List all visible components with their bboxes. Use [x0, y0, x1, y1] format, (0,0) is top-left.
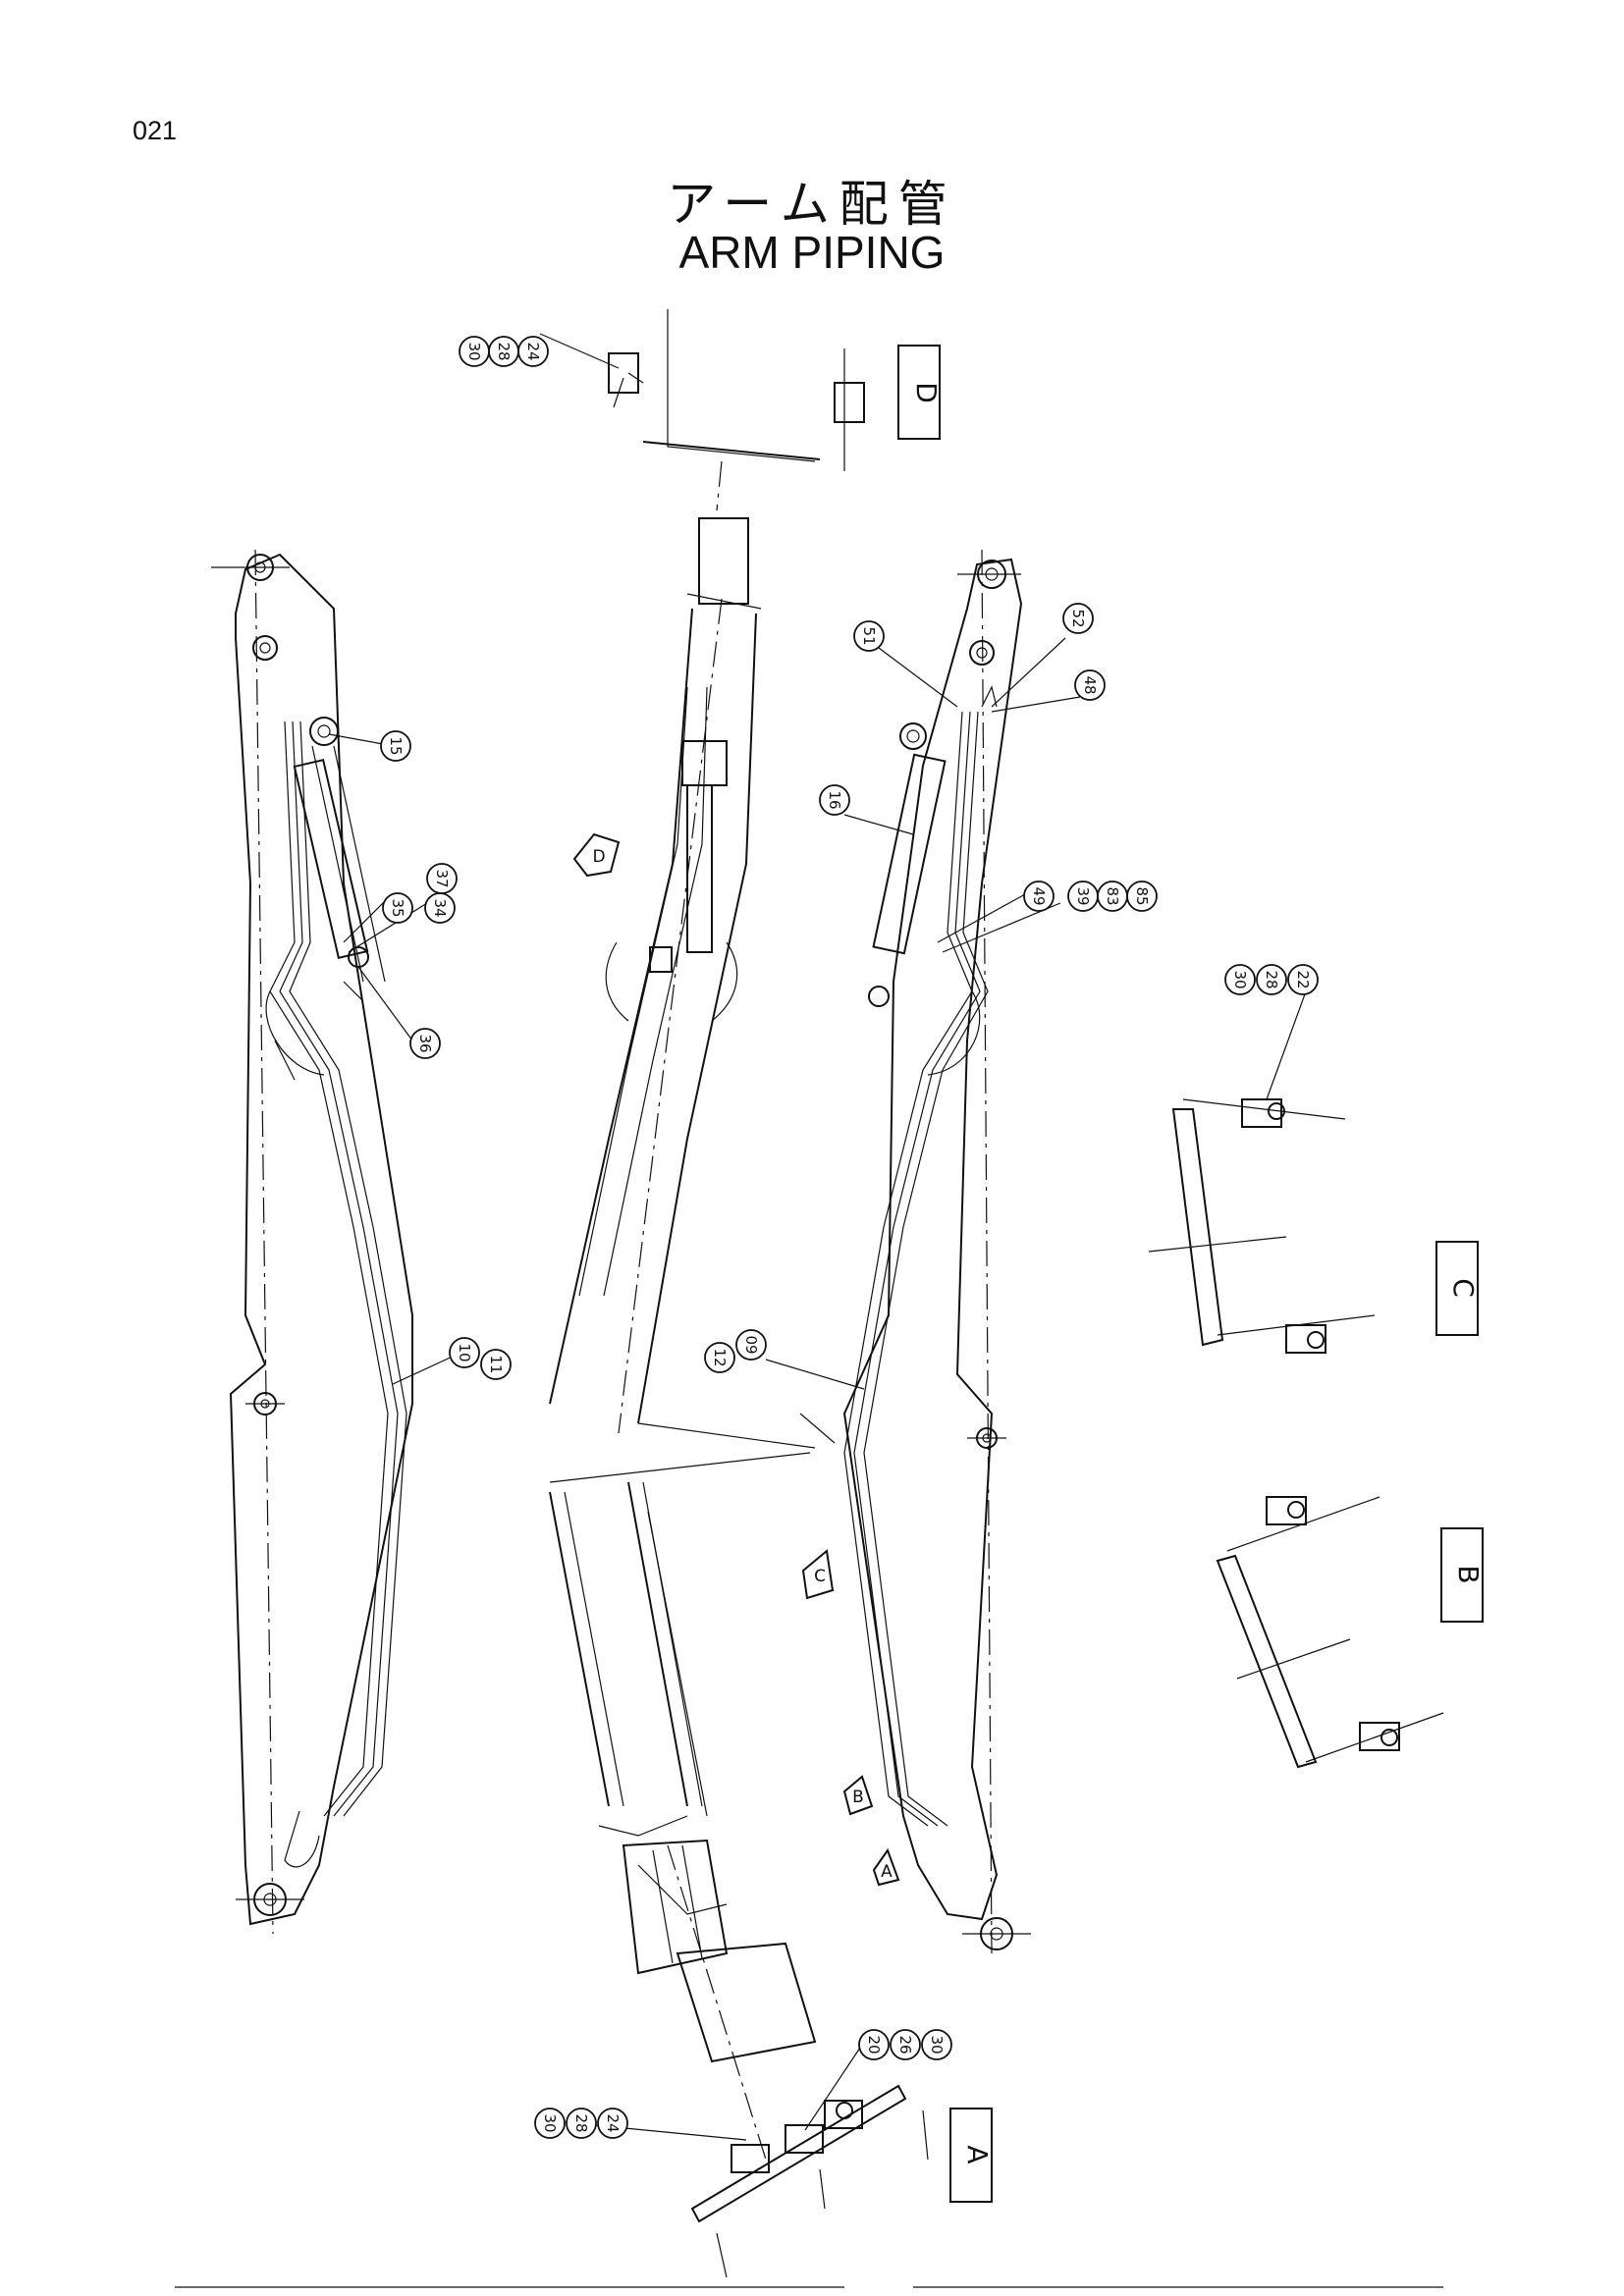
view-label-b-text: B [1452, 1565, 1485, 1583]
section-arrow-c: C [801, 1549, 835, 1600]
detail-a [690, 2084, 929, 2278]
callout-group-left-arm: 15 35 34 37 36 10 11 [380, 730, 512, 1380]
callout-37: 37 [426, 863, 458, 894]
callout-text: 37 [433, 869, 451, 887]
callout-49: 49 [1023, 881, 1055, 912]
view-label-c-text: C [1447, 1278, 1480, 1298]
page-number: 021 [133, 116, 178, 145]
callout-28: 28 [488, 336, 519, 367]
section-arrow-d: D [572, 832, 621, 878]
view-label-c: C [1435, 1241, 1480, 1336]
callout-group-c: 30 28 22 [1224, 964, 1319, 995]
callout-text: 28 [572, 2113, 590, 2132]
left-arm [211, 549, 413, 1935]
callout-text: 51 [860, 626, 878, 645]
callout-text: 34 [431, 898, 449, 917]
callout-text: 48 [1081, 675, 1099, 694]
callout-24: 24 [517, 336, 549, 367]
callout-group-right-arm: 51 52 48 16 49 39 83 85 12 09 [704, 603, 1158, 1373]
callout-text: 16 [826, 790, 843, 809]
callout-48: 48 [1074, 669, 1106, 701]
section-arrow-c-text: C [814, 1567, 826, 1586]
view-label-d-text: D [910, 382, 943, 403]
callout-85: 85 [1126, 881, 1158, 912]
callout-text: 85 [1133, 886, 1151, 905]
callout-30: 30 [1224, 964, 1256, 995]
callout-text: 22 [1294, 970, 1312, 988]
callout-text: 20 [865, 2035, 883, 2054]
callout-22: 22 [1287, 964, 1319, 995]
callout-30: 30 [459, 336, 490, 367]
callout-text: 12 [711, 1348, 729, 1366]
section-arrow-a: A [872, 1847, 900, 1887]
page-title-japanese: アーム配管 [667, 176, 957, 233]
callout-20: 20 [858, 2029, 890, 2060]
callout-text: 09 [742, 1335, 760, 1354]
callout-12: 12 [704, 1342, 735, 1373]
callout-15: 15 [380, 730, 411, 762]
callout-10: 10 [449, 1337, 480, 1368]
callout-16: 16 [819, 784, 850, 816]
view-label-b: B [1440, 1527, 1485, 1623]
callout-text: 30 [541, 2113, 559, 2132]
callout-26: 26 [890, 2029, 921, 2060]
callout-text: 28 [1263, 970, 1280, 988]
callout-text: 35 [389, 898, 406, 917]
center-arm-lower [549, 1481, 817, 2161]
section-arrow-d-text: D [592, 847, 605, 867]
detail-c [1148, 1098, 1376, 1354]
callout-text: 24 [604, 2113, 622, 2132]
callout-text: 83 [1104, 886, 1121, 905]
callout-text: 26 [896, 2035, 914, 2054]
callout-09: 09 [735, 1329, 767, 1361]
callout-39: 39 [1067, 881, 1099, 912]
section-arrow-a-text: A [881, 1862, 893, 1882]
callout-text: 28 [495, 342, 513, 360]
callout-text: 49 [1030, 886, 1048, 905]
callout-11: 11 [480, 1349, 512, 1380]
leader-lines [328, 333, 1307, 2141]
callout-text: 30 [1231, 970, 1249, 988]
callout-35: 35 [382, 892, 413, 924]
callout-text: 52 [1069, 609, 1087, 627]
view-label-d: D [897, 345, 943, 440]
callout-text: 24 [524, 342, 542, 360]
callout-text: 30 [928, 2035, 946, 2054]
detail-b [1216, 1496, 1444, 1769]
section-arrow-b: B [842, 1775, 874, 1816]
callout-text: 36 [416, 1034, 434, 1052]
callout-51: 51 [853, 620, 885, 652]
callout-28: 28 [1256, 964, 1287, 995]
callout-28: 28 [566, 2108, 597, 2139]
callout-group-d: 30 28 24 [459, 336, 549, 367]
callout-group-a: 20 26 30 30 28 24 [534, 2029, 952, 2139]
callout-24: 24 [597, 2108, 628, 2139]
callout-text: 39 [1074, 886, 1092, 905]
callout-83: 83 [1097, 881, 1128, 912]
callout-text: 30 [465, 342, 483, 360]
callout-34: 34 [424, 892, 456, 924]
callout-text: 10 [456, 1343, 473, 1362]
center-arm-upper [549, 309, 865, 1483]
callout-text: 11 [487, 1355, 505, 1373]
callout-36: 36 [409, 1028, 441, 1059]
callout-text: 15 [387, 736, 405, 755]
callout-30: 30 [534, 2108, 566, 2139]
view-label-a: A [949, 2108, 994, 2203]
callout-52: 52 [1062, 603, 1094, 634]
right-arm [842, 549, 1031, 1954]
view-label-a-text: A [961, 2145, 994, 2163]
callout-30: 30 [921, 2029, 952, 2060]
section-arrow-b-text: B [852, 1788, 864, 1807]
page-title-english: ARM PIPING [678, 227, 946, 278]
